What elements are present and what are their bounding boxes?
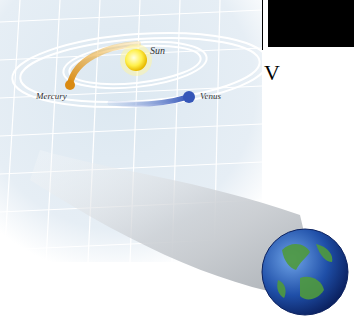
partial-heading-letter: V: [264, 62, 280, 84]
sun-label: Sun: [150, 46, 165, 56]
mercury-label: Mercury: [36, 92, 67, 101]
venus-label: Venus: [200, 92, 221, 101]
